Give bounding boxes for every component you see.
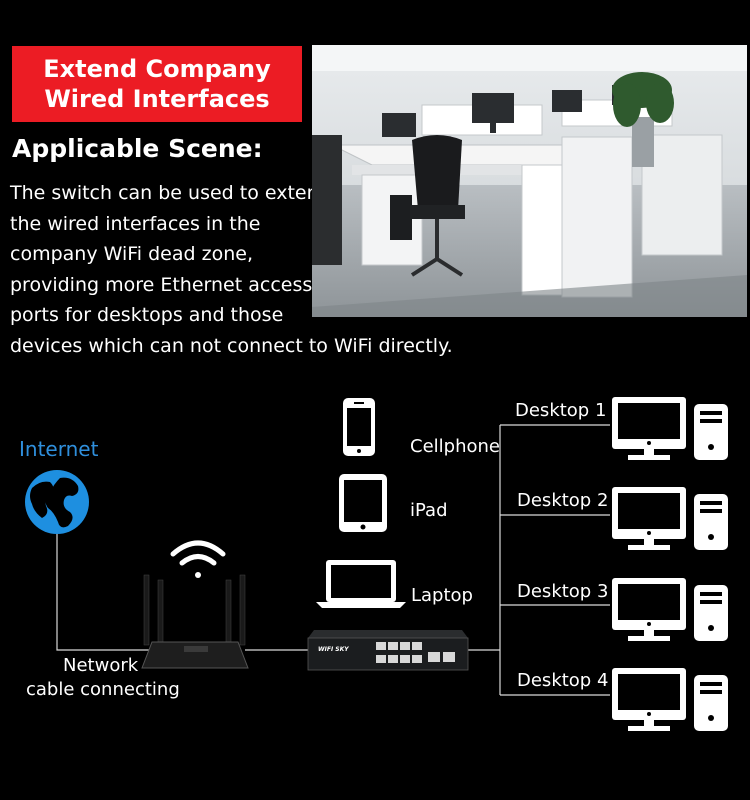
connection-lines: [56, 424, 610, 696]
desc-line: devices which can not connect to WiFi di…: [10, 334, 453, 357]
switch-icon: WIFI SKY: [307, 630, 469, 671]
desc-line: company WiFi dead zone,: [10, 243, 253, 265]
desktop-3-label: Desktop 3: [517, 581, 609, 602]
desktop-computer-icon: [612, 487, 728, 550]
wifi-icon: [170, 540, 226, 578]
laptop-label: Laptop: [411, 585, 473, 606]
desktop-2-label: Desktop 2: [517, 490, 609, 511]
scene-title: Applicable Scene:: [12, 134, 263, 163]
router-icon: [141, 574, 249, 669]
desktop-1-label: Desktop 1: [515, 400, 607, 421]
desktop-computer-icon: [612, 397, 728, 460]
laptop-icon: [316, 560, 406, 608]
cellphone-icon: [343, 398, 375, 456]
network-label-line1: Network: [63, 655, 139, 676]
office-photo: [312, 45, 747, 317]
internet-label: Internet: [19, 437, 99, 461]
ipad-icon: [339, 474, 387, 532]
header-banner: Extend Company Wired Interfaces: [12, 46, 302, 122]
cellphone-label: Cellphone: [410, 436, 500, 457]
desc-line: The switch can be used to extend: [10, 182, 331, 204]
desc-line: providing more Ethernet access: [10, 273, 313, 296]
desktop-computer-icon: [612, 668, 728, 731]
desktop-computer-icon: [612, 578, 728, 641]
banner-line-1: Extend Company: [43, 55, 271, 83]
banner-line-2: Wired Interfaces: [44, 85, 270, 113]
desktop-4-label: Desktop 4: [517, 670, 609, 691]
globe-icon: [25, 470, 89, 534]
desc-line: the wired interfaces in the: [10, 212, 261, 235]
desc-line: ports for desktops and those: [10, 304, 284, 326]
network-label-line2: cable connecting: [26, 679, 180, 700]
scene-description: The switch can be used to extend the wir…: [10, 178, 453, 361]
ipad-label: iPad: [410, 500, 448, 521]
switch-ports: [376, 642, 455, 663]
switch-brand: WIFI SKY: [318, 646, 349, 653]
